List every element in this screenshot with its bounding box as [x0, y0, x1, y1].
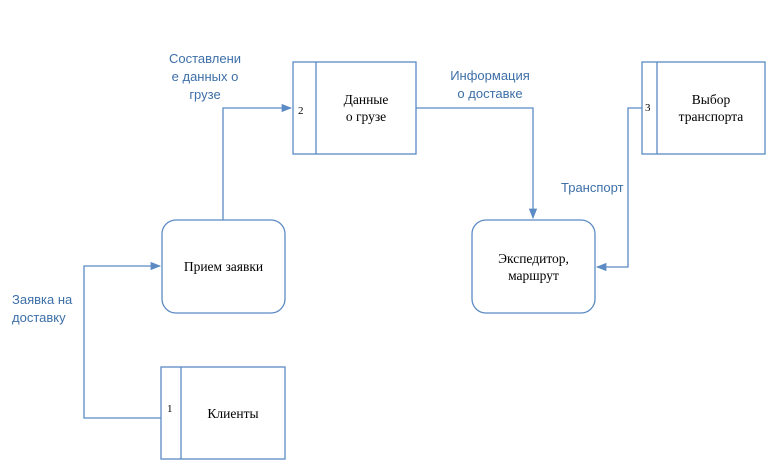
flow-clients-to-intake — [83, 261, 162, 419]
store-transport-label: Выбор транспорта — [678, 92, 744, 124]
flow-label-delivery-info: Информация о доставке — [450, 68, 530, 101]
store-transport-choice — [641, 61, 766, 155]
process-order-intake-label: Прием заявки — [183, 259, 264, 274]
store-cargo-number: 2 — [298, 105, 304, 117]
process-forwarder-route — [471, 219, 596, 314]
flow-cargo-to-forwarder — [416, 107, 538, 220]
flow-transport-to-forwarder — [595, 107, 642, 272]
store-clients-label: Клиенты — [207, 405, 259, 421]
flow-label-delivery-request: Заявка на доставку — [12, 292, 73, 325]
process-forwarder-route-label: Экспедитор, маршрут — [498, 250, 569, 283]
store-clients — [160, 366, 286, 460]
store-cargo-data — [292, 61, 417, 155]
flow-intake-to-cargo — [222, 103, 293, 220]
store-clients-number: 1 — [167, 403, 173, 415]
store-cargo-label: Данные о грузе — [343, 92, 389, 124]
flow-label-cargo-compilation: Составлени е данных о грузе — [168, 51, 242, 102]
store-transport-number: 3 — [645, 102, 651, 114]
flow-label-transport: Транспорт — [561, 180, 624, 195]
